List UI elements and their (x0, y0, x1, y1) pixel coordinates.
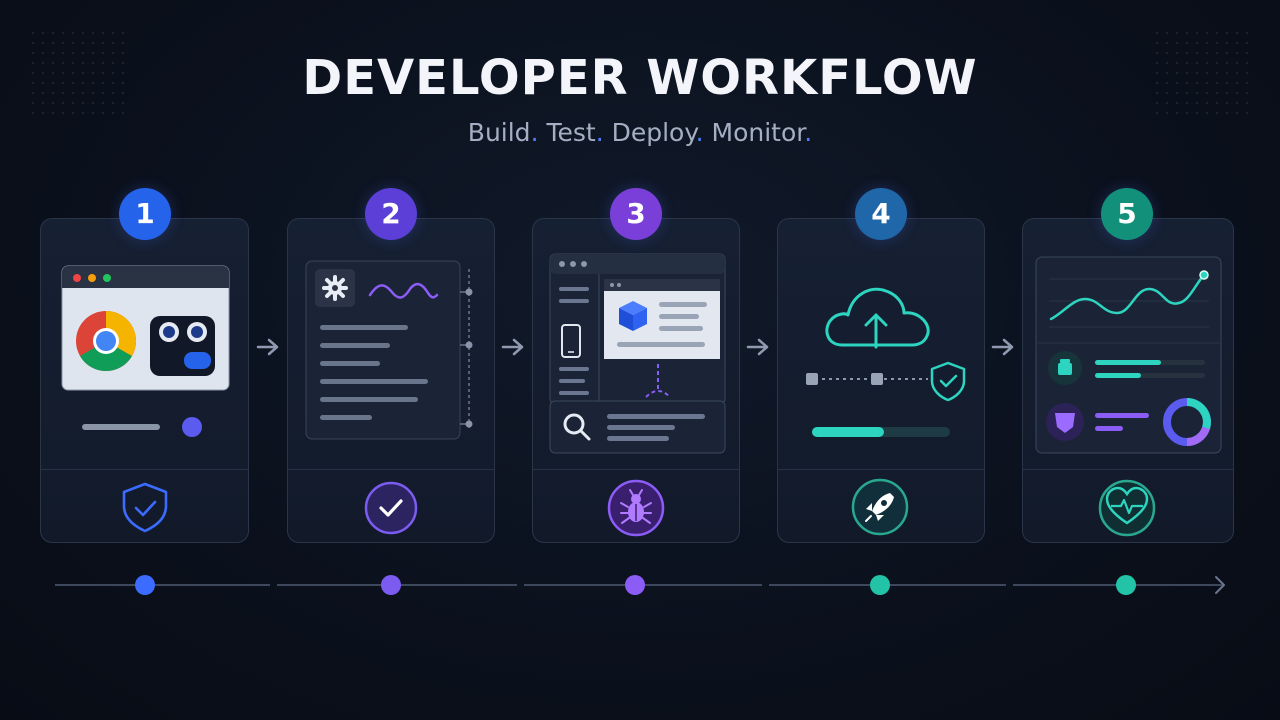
timeline-arrow-icon (1215, 576, 1225, 594)
progress-line (82, 424, 160, 430)
card-divider (288, 469, 494, 470)
inspector-panel (549, 400, 726, 454)
check-circle-icon (364, 481, 418, 535)
test-illustration (305, 260, 473, 535)
step-card-debug (532, 218, 740, 543)
timeline-node-2 (381, 575, 401, 595)
subtitle-word-build: Build (467, 118, 531, 147)
heart-pulse-icon (1098, 479, 1156, 537)
card-divider (778, 469, 984, 470)
phone-icon (561, 324, 581, 358)
subtitle-word-deploy: Deploy (611, 118, 696, 147)
shield-check-icon (122, 482, 168, 533)
arrow-right-icon (991, 338, 1014, 356)
test-checkpoint-track (460, 269, 473, 431)
shield-check-icon (930, 361, 966, 402)
step-number-2: 2 (365, 188, 417, 240)
chrome-logo-icon (76, 311, 137, 372)
step-card-build (40, 218, 249, 543)
page-title: DEVELOPER WORKFLOW (302, 50, 978, 106)
metrics-line-chart (1049, 270, 1209, 328)
arrow-right-icon (746, 338, 769, 356)
card-divider (1023, 469, 1233, 470)
card-divider (41, 469, 248, 470)
server-metric-row (1048, 351, 1205, 385)
test-log-lines (320, 325, 428, 420)
timeline-node-1 (135, 575, 155, 595)
subtitle-word-monitor: Monitor (711, 118, 805, 147)
card-divider (533, 469, 739, 470)
step-card-monitor (1022, 218, 1234, 543)
deploy-progress-fill (812, 427, 884, 437)
timeline-node-3 (625, 575, 645, 595)
monitor-illustration (1035, 256, 1222, 537)
deploy-pipeline (806, 373, 928, 385)
dot-pattern-right (1152, 28, 1252, 118)
deploy-illustration (806, 287, 966, 536)
status-dot (182, 417, 202, 437)
wave-signal (368, 282, 439, 299)
rocket-icon (851, 478, 909, 536)
bug-icon (607, 479, 665, 537)
step-card-deploy (777, 218, 985, 543)
progress-timeline (55, 575, 1225, 595)
page-subtitle: Build. Test. Deploy. Monitor. (467, 118, 813, 147)
build-illustration (61, 265, 230, 533)
cloud-upload-icon (825, 287, 930, 349)
inspect-connector (645, 364, 671, 398)
search-icon (563, 413, 591, 441)
timeline-node-5 (1116, 575, 1136, 595)
donut-chart (1163, 398, 1211, 446)
step-number-1: 1 (119, 188, 171, 240)
step-number-5: 5 (1101, 188, 1153, 240)
arrow-right-icon (256, 338, 279, 356)
devtools-robot-icon (150, 316, 215, 376)
user-metric-row (1046, 403, 1149, 441)
timeline-node-4 (870, 575, 890, 595)
step-card-test (287, 218, 495, 543)
step-number-3: 3 (610, 188, 662, 240)
dot-pattern-left (28, 28, 128, 118)
cube-icon (619, 301, 647, 331)
gear-icon (315, 269, 355, 307)
arrow-right-icon (501, 338, 524, 356)
preview-pane (604, 279, 720, 359)
subtitle-word-test: Test (546, 118, 596, 147)
step-number-4: 4 (855, 188, 907, 240)
debug-illustration (549, 253, 726, 537)
